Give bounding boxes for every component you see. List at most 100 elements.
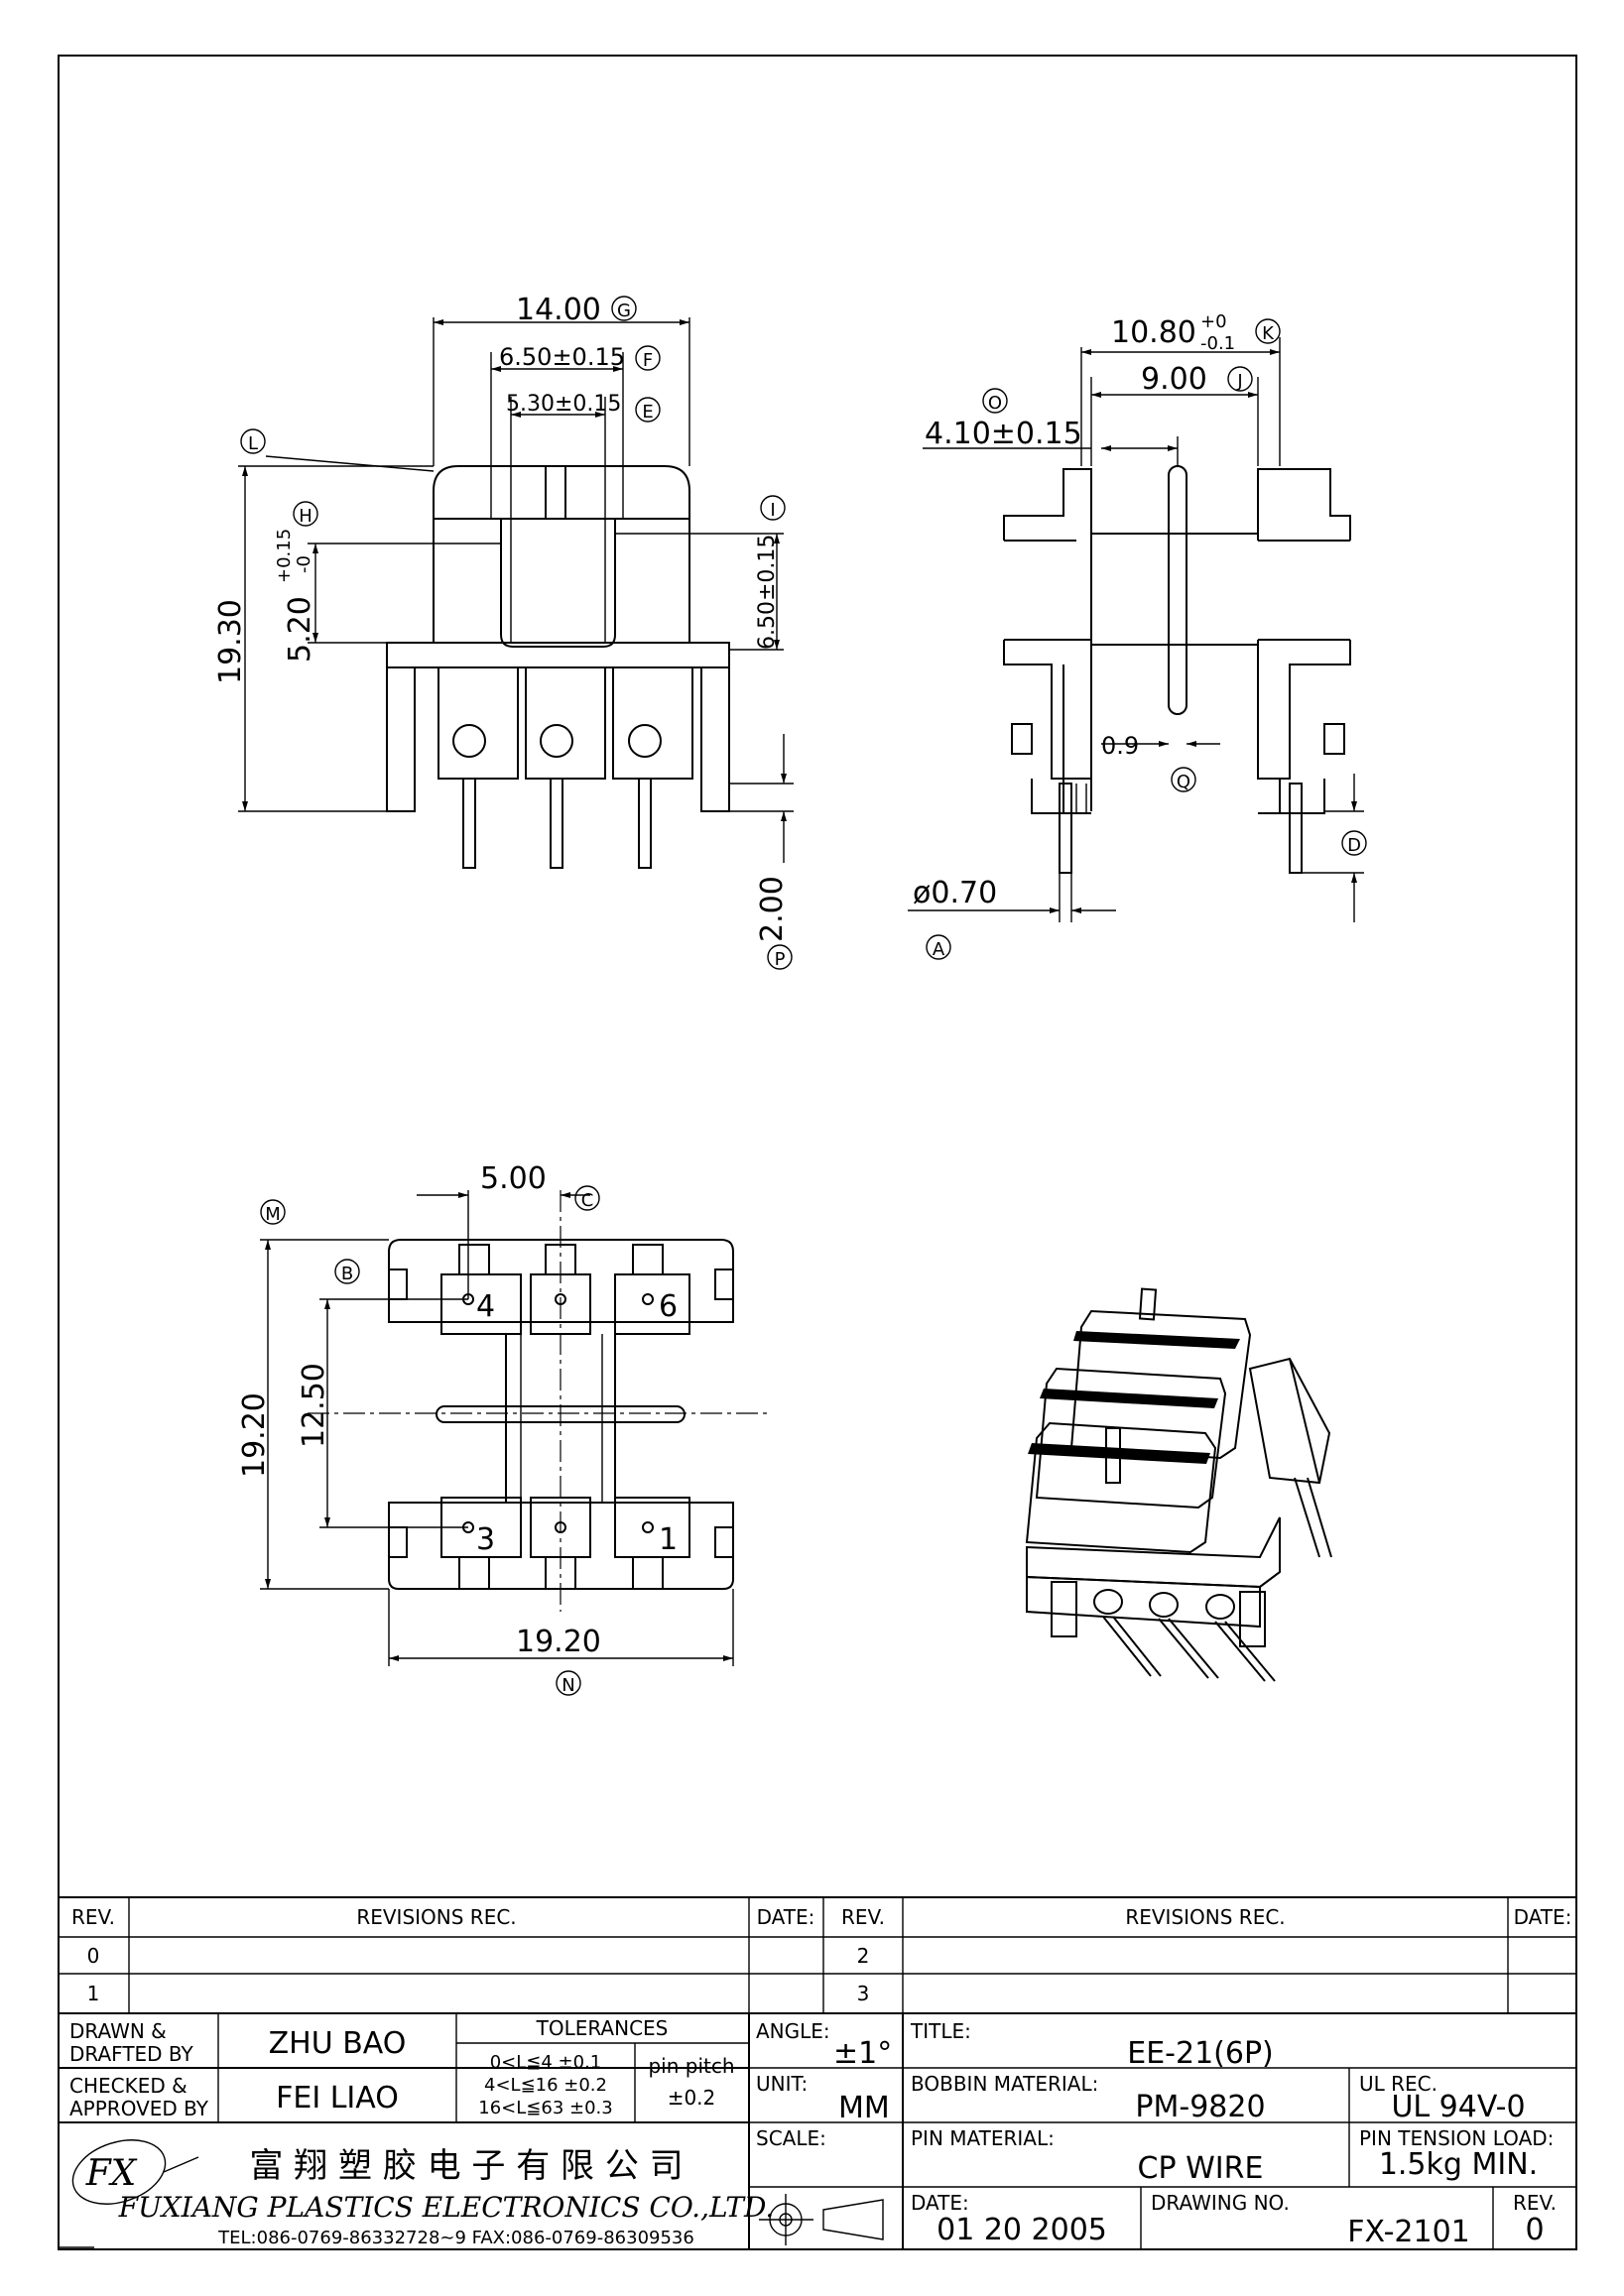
- svg-text:F: F: [643, 350, 653, 371]
- approved-by-value: FEI LIAO: [276, 2081, 399, 2115]
- dim-front-h-tol-upper: +0.15: [274, 529, 295, 583]
- label-m-circle: M: [260, 1199, 286, 1225]
- svg-text:H: H: [299, 506, 312, 527]
- svg-text:I: I: [770, 500, 775, 521]
- dim-bottom-c: 5.00: [480, 1161, 547, 1196]
- rev-row-1: 1: [87, 1982, 100, 2005]
- pin-tension-label: PIN TENSION LOAD:: [1359, 2126, 1554, 2150]
- pin-number-1: 1: [659, 1522, 678, 1557]
- svg-text:C: C: [581, 1190, 594, 1211]
- dim-front-e: 5.30±0.15: [506, 392, 621, 417]
- angle-label: ANGLE:: [756, 2019, 830, 2043]
- svg-text:A: A: [933, 939, 945, 960]
- dim-side-q: 0.9: [1101, 732, 1139, 760]
- rev-row-3: 3: [857, 1982, 870, 2005]
- dim-bottom-n: 19.20: [516, 1625, 601, 1659]
- label-j-circle: J: [1227, 366, 1253, 392]
- dim-front-f: 6.50±0.15: [499, 343, 625, 371]
- drawing-border: [58, 55, 1577, 2250]
- dim-front-h-tol-lower: -0: [294, 555, 314, 573]
- date-value: 01 20 2005: [937, 2213, 1107, 2247]
- bottom-view: 4 6 3 1 5.00 19.20 12.50 19.20 C M B N: [237, 1161, 769, 1696]
- bobbin-material-label: BOBBIN MATERIAL:: [911, 2072, 1098, 2096]
- front-view: 14.00 6.50±0.15 5.30±0.15 19.30 5.20 +0.…: [213, 293, 794, 970]
- svg-text:L: L: [248, 433, 258, 454]
- bobbin-material-value: PM-9820: [1135, 2090, 1265, 2124]
- drawing-no-value: FX-2101: [1347, 2215, 1470, 2249]
- rev-value: 0: [1525, 2213, 1544, 2247]
- tolerances-header: TOLERANCES: [536, 2016, 669, 2040]
- company-name-cn: 富 翔 塑 胶 电 子 有 限 公 司: [249, 2146, 683, 2186]
- label-k-circle: K: [1255, 318, 1281, 344]
- drawing-no-label: DRAWING NO.: [1151, 2191, 1290, 2215]
- svg-text:K: K: [1262, 323, 1275, 344]
- rec-header-right: REVISIONS REC.: [1125, 1905, 1285, 1929]
- checked-label-2: APPROVED BY: [69, 2097, 209, 2120]
- label-c-circle: C: [574, 1185, 600, 1211]
- date-header-left: DATE:: [757, 1905, 815, 1929]
- label-f-circle: F: [635, 345, 661, 371]
- pin-tension-value: 1.5kg MIN.: [1379, 2147, 1538, 2182]
- dim-front-width: 14.00: [516, 293, 601, 327]
- drawn-label-2: DRAFTED BY: [69, 2042, 194, 2066]
- rec-header-left: REVISIONS REC.: [356, 1905, 516, 1929]
- title-value: EE-21(6P): [1127, 2036, 1274, 2071]
- label-d-circle: D: [1341, 830, 1367, 856]
- ul-value: UL 94V-0: [1391, 2090, 1525, 2124]
- tolerance-row-1: 0<L≦4 ±0.1: [490, 2052, 602, 2073]
- company-contact: TEL:086-0769-86332728~9 FAX:086-0769-863…: [217, 2228, 694, 2248]
- dim-side-k-tol-upper: +0: [1200, 311, 1227, 332]
- dim-front-i: 6.50±0.15: [755, 535, 780, 650]
- pin-material-label: PIN MATERIAL:: [911, 2126, 1055, 2150]
- label-n-circle: N: [556, 1670, 581, 1696]
- svg-text:B: B: [341, 1264, 353, 1284]
- dim-side-o: 4.10±0.15: [925, 417, 1082, 451]
- title-block: REV. REVISIONS REC. DATE: REV. REVISIONS…: [59, 1896, 1576, 2249]
- rev-label: REV.: [1513, 2191, 1557, 2215]
- company-logo-icon: FX: [71, 2139, 167, 2205]
- tolerance-row-2: 4<L≦16 ±0.2: [484, 2075, 607, 2096]
- svg-text:J: J: [1236, 371, 1242, 392]
- label-l-circle: L: [240, 428, 266, 454]
- dim-bottom-m: 19.20: [237, 1392, 272, 1478]
- dim-side-j: 9.00: [1141, 362, 1207, 397]
- svg-text:G: G: [617, 301, 631, 321]
- scale-label: SCALE:: [756, 2126, 826, 2150]
- svg-text:E: E: [642, 402, 653, 423]
- dim-side-a: ø0.70: [913, 876, 997, 910]
- rev-header-left: REV.: [71, 1905, 115, 1929]
- label-g-circle: G: [611, 296, 637, 321]
- label-o-circle: O: [982, 388, 1008, 414]
- pin-number-4: 4: [476, 1289, 495, 1324]
- date-label: DATE:: [911, 2191, 969, 2215]
- label-a-circle: A: [926, 934, 951, 960]
- unit-value: MM: [838, 2091, 890, 2125]
- dim-front-height: 19.30: [213, 599, 248, 684]
- side-view: 10.80 +0 -0.1 9.00 4.10±0.15 0.9 ø0.70 K…: [908, 311, 1367, 960]
- dim-side-k-tol-lower: -0.1: [1200, 333, 1235, 354]
- label-h-circle: H: [293, 501, 318, 527]
- pin-pitch-label: pin pitch: [648, 2054, 734, 2078]
- unit-label: UNIT:: [756, 2072, 808, 2096]
- title-label: TITLE:: [910, 2019, 971, 2043]
- label-i-circle: I: [760, 495, 786, 521]
- svg-text:Q: Q: [1177, 772, 1190, 792]
- tolerance-row-3: 16<L≦63 ±0.3: [478, 2098, 612, 2118]
- company-name-en: FUXIANG PLASTICS ELECTRONICS CO.,LTD.: [118, 2191, 775, 2224]
- svg-text:N: N: [562, 1675, 574, 1696]
- svg-text:FX: FX: [85, 2153, 138, 2194]
- label-e-circle: E: [635, 397, 661, 423]
- dim-bottom-b: 12.50: [297, 1363, 331, 1448]
- pin-number-3: 3: [476, 1522, 495, 1557]
- isometric-view: [1025, 1287, 1332, 1682]
- drawn-by-value: ZHU BAO: [269, 2026, 407, 2061]
- drawn-label-1: DRAWN &: [69, 2019, 167, 2043]
- pin-number-6: 6: [659, 1289, 678, 1324]
- label-q-circle: Q: [1171, 767, 1196, 792]
- label-p-circle: P: [767, 944, 793, 970]
- pin-pitch-value: ±0.2: [668, 2086, 716, 2110]
- angle-value: ±1°: [833, 2036, 892, 2071]
- dim-side-k: 10.80: [1111, 315, 1196, 350]
- rev-row-0: 0: [87, 1944, 100, 1968]
- rev-row-2: 2: [857, 1944, 870, 1968]
